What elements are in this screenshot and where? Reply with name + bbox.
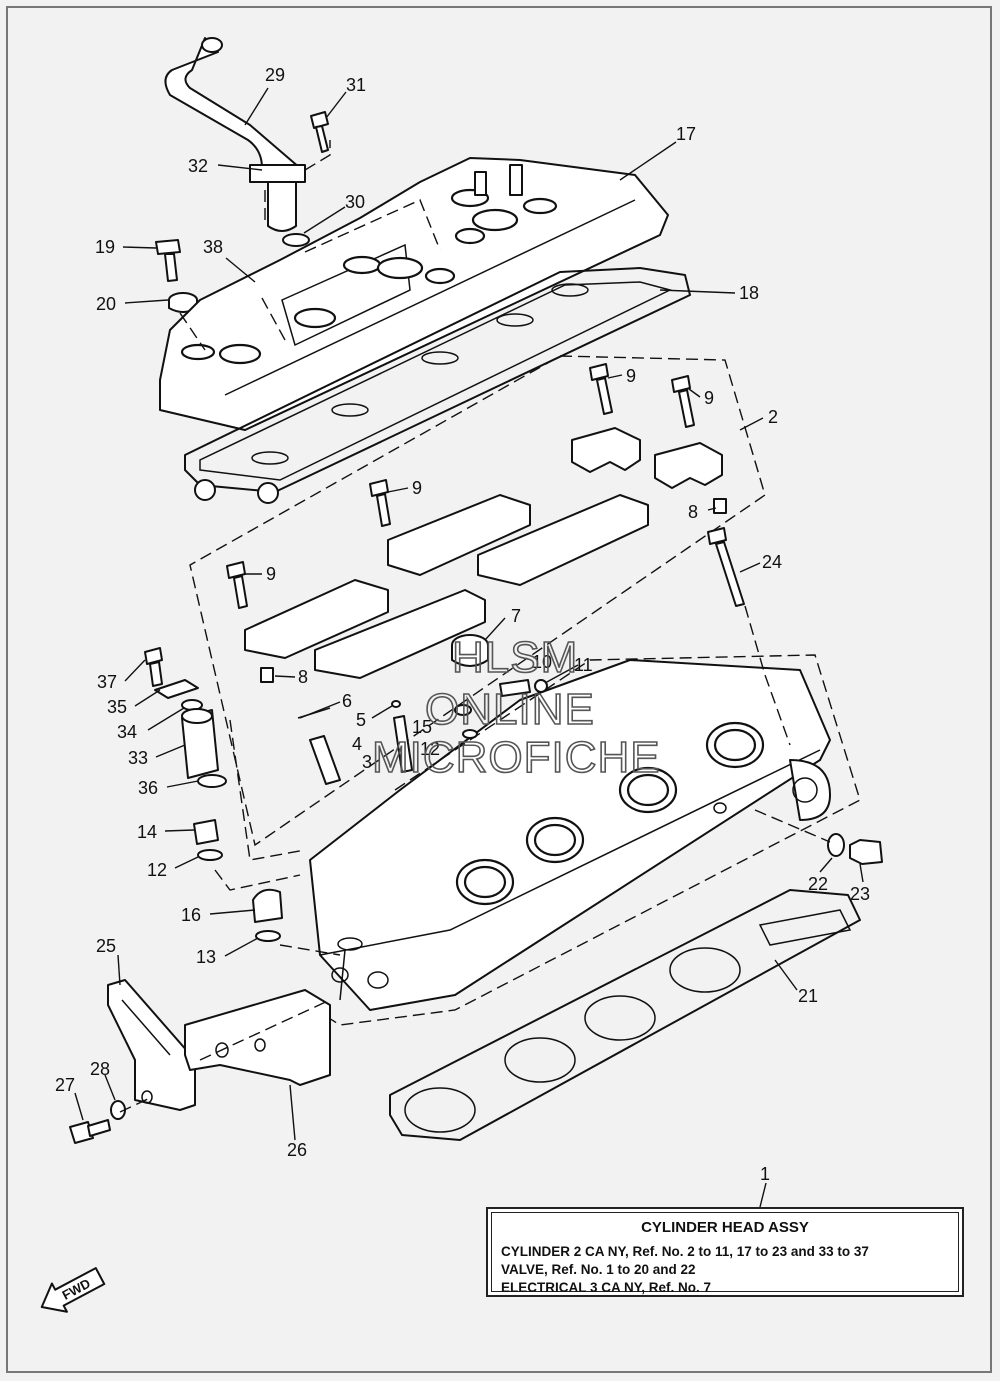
callout-10: 10 [532, 652, 552, 672]
cam-cap-upper [244, 427, 723, 679]
cylinder-head [309, 659, 831, 1011]
watermark-line-2: ONLINE [425, 685, 595, 734]
callout-11: 11 [574, 655, 593, 675]
o-ring-30 [282, 233, 310, 247]
callout-2: 2 [768, 407, 778, 427]
callout-18: 18 [739, 283, 759, 303]
engine-bracket [69, 979, 331, 1144]
callout-19: 19 [95, 237, 115, 257]
callout-7: 7 [511, 606, 521, 626]
callout-12a: 12 [420, 739, 440, 759]
callout-15: 15 [412, 717, 432, 737]
watermark: HLSM ONLINE MICROFICHE [371, 632, 661, 783]
callout-17: 17 [676, 124, 696, 144]
callout-31: 31 [346, 75, 366, 95]
callout-8b: 8 [298, 667, 308, 687]
legend-line-cylinder: CYLINDER 2 CA NY, Ref. No. 2 to 11, 17 t… [501, 1244, 869, 1259]
callout-9d: 9 [266, 564, 276, 584]
callout-25: 25 [96, 936, 116, 956]
callout-34: 34 [117, 722, 137, 742]
watermark-line-1: HLSM [452, 633, 578, 682]
callout-27: 27 [55, 1075, 75, 1095]
bolt-19 [155, 239, 181, 282]
cam-cap-group-boundary [189, 355, 766, 847]
callout-32: 32 [188, 156, 208, 176]
legend-box: CYLINDER HEAD ASSY CYLINDER 2 CA NY, Ref… [486, 1207, 964, 1297]
legend-inner-border: CYLINDER HEAD ASSY CYLINDER 2 CA NY, Ref… [491, 1212, 959, 1295]
callout-36: 36 [138, 778, 158, 798]
callout-numbers: 1 2 3 4 5 6 7 8 8 9 9 9 9 10 11 12 12 13… [55, 65, 870, 1184]
callout-26: 26 [287, 1140, 307, 1160]
legend-line-electrical: ELECTRICAL 3 CA NY, Ref. No. 7 [501, 1280, 712, 1295]
cam-cap-bolts [226, 363, 745, 609]
callout-1: 1 [760, 1164, 770, 1184]
assembly-guides [119, 140, 831, 1113]
callout-5: 5 [356, 710, 366, 730]
callout-13: 13 [196, 947, 216, 967]
legend-title: CYLINDER HEAD ASSY [641, 1219, 809, 1236]
callout-4: 4 [352, 734, 362, 754]
cylinder-head-cover [159, 157, 669, 431]
callout-6: 6 [342, 691, 352, 711]
thermostat-parts [144, 647, 283, 942]
callout-37: 37 [97, 672, 117, 692]
callout-29: 29 [265, 65, 285, 85]
callout-21: 21 [798, 986, 818, 1006]
watermark-line-3: MICROFICHE [372, 733, 661, 782]
callout-24: 24 [762, 552, 782, 572]
callout-8a: 8 [688, 502, 698, 522]
dowel-8-lower [260, 667, 274, 683]
cover-gasket [184, 267, 691, 504]
callout-16: 16 [181, 905, 201, 925]
valve-components [297, 634, 548, 785]
callout-22: 22 [808, 874, 828, 894]
callout-23: 23 [850, 884, 870, 904]
callout-3: 3 [362, 752, 372, 772]
callout-9b: 9 [704, 388, 714, 408]
callout-28: 28 [90, 1059, 110, 1079]
washer-22 [827, 833, 845, 857]
fwd-arrow-icon: FWD [40, 1267, 106, 1313]
callout-12b: 12 [147, 860, 167, 880]
bolt-31 [310, 111, 329, 153]
callout-9a: 9 [626, 366, 636, 386]
callout-20: 20 [96, 294, 116, 314]
leader-lines [74, 87, 864, 1208]
dowel-8-upper [713, 498, 727, 514]
callout-38: 38 [203, 237, 223, 257]
callout-35: 35 [107, 697, 127, 717]
legend-line-valve: VALVE, Ref. No. 1 to 20 and 22 [501, 1262, 696, 1277]
breather-hose [164, 37, 306, 232]
callout-9c: 9 [412, 478, 422, 498]
plug-23 [849, 839, 883, 865]
callout-14: 14 [137, 822, 157, 842]
head-group-boundary [299, 654, 861, 1026]
callout-30: 30 [345, 192, 365, 212]
callout-33: 33 [128, 748, 148, 768]
head-gasket [389, 889, 861, 1141]
